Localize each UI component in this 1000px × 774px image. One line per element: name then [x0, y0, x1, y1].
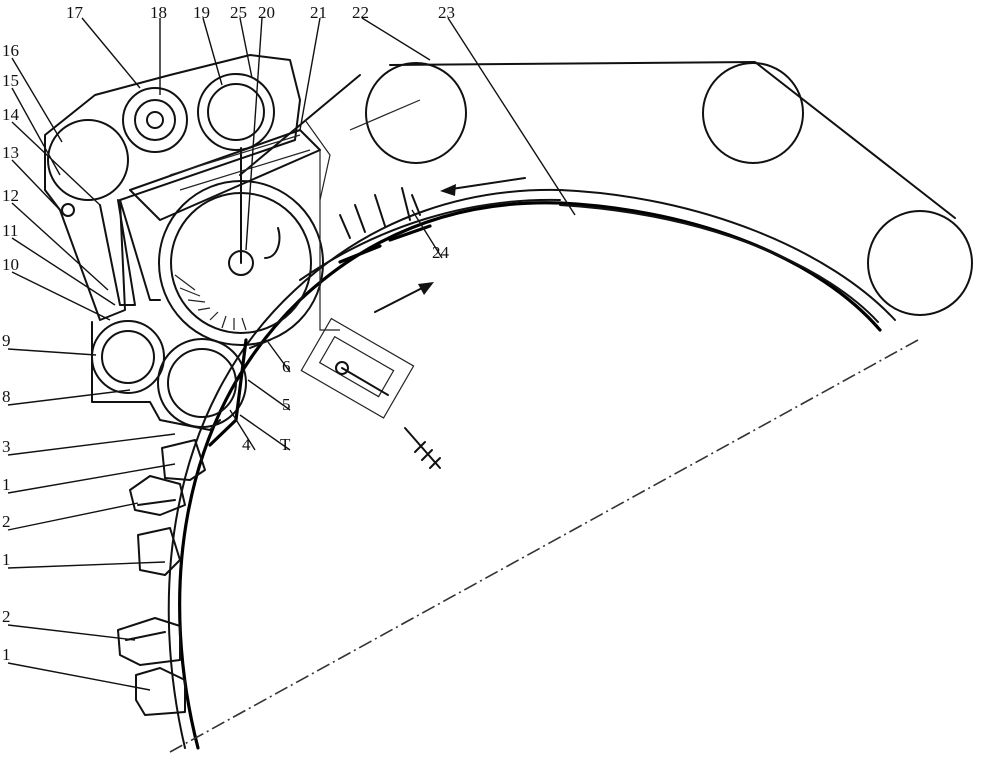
- label-19: 19: [193, 3, 210, 22]
- label-2-a: 2: [2, 512, 11, 531]
- label-18: 18: [150, 3, 167, 22]
- label-1-c: 1: [2, 645, 11, 664]
- label-10: 10: [2, 255, 19, 274]
- label-1-b: 1: [2, 550, 11, 569]
- label-2-b: 2: [2, 607, 11, 626]
- main-cylinder: [169, 190, 918, 752]
- label-22: 22: [352, 3, 369, 22]
- label-5: 5: [282, 395, 291, 414]
- label-24: 24: [432, 243, 450, 262]
- label-12: 12: [2, 186, 19, 205]
- label-3: 3: [2, 437, 11, 456]
- top-housing: [45, 55, 330, 320]
- label-25: 25: [230, 3, 247, 22]
- flats-pulley-2: [703, 63, 803, 163]
- label-20: 20: [258, 3, 275, 22]
- label-4: 4: [242, 435, 251, 454]
- label-14: 14: [2, 105, 20, 124]
- lickerin-blocks: [118, 440, 205, 715]
- label-21: 21: [310, 3, 327, 22]
- flats-pulley-3: [868, 211, 972, 315]
- label-16: 16: [2, 41, 19, 60]
- label-6: 6: [282, 357, 291, 376]
- part-labels: 17 18 19 25 20 21 22 23 16 15 14 13 12 1…: [2, 3, 455, 664]
- roller-15: [48, 120, 128, 200]
- roller-18: [123, 88, 187, 152]
- label-11: 11: [2, 221, 18, 240]
- roller-19: [198, 74, 274, 150]
- label-8: 8: [2, 387, 11, 406]
- label-17: 17: [66, 3, 84, 22]
- adjuster-bracket: [301, 150, 440, 468]
- label-13: 13: [2, 143, 19, 162]
- flats-pulley-1: [366, 63, 466, 163]
- label-15: 15: [2, 71, 19, 90]
- arrow-head-left: [440, 184, 456, 196]
- label-23: 23: [438, 3, 455, 22]
- flats-belt: [240, 62, 972, 322]
- label-9: 9: [2, 331, 11, 350]
- label-1-a: 1: [2, 475, 11, 494]
- label-T: T: [280, 435, 291, 454]
- direction-arrows: [375, 178, 525, 312]
